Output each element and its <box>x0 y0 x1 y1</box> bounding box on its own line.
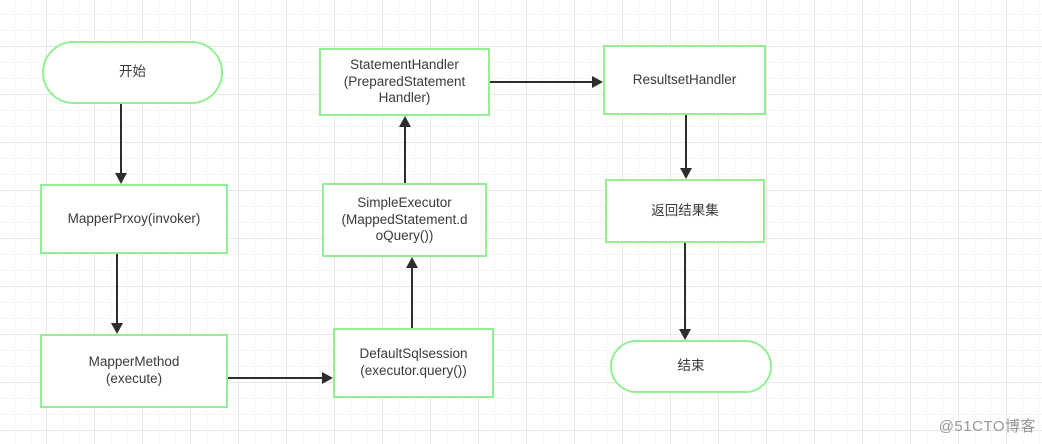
arrow-shaft <box>404 125 406 183</box>
arrow-shaft <box>116 254 118 325</box>
arrowhead-down-icon <box>115 173 127 184</box>
arrow-shaft <box>411 266 413 328</box>
arrow-shaft <box>684 243 686 331</box>
node-simple-executor: SimpleExecutor (MappedStatement.d oQuery… <box>322 183 487 257</box>
node-default-sqlsession: DefaultSqlsession (executor.query()) <box>333 328 494 398</box>
arrow-shaft <box>120 104 122 175</box>
arrowhead-right-icon <box>322 372 333 384</box>
node-statement-handler: StatementHandler (PreparedStatement Hand… <box>319 48 490 116</box>
arrowhead-up-icon <box>399 116 411 127</box>
node-start: 开始 <box>42 41 223 104</box>
node-return-result-set: 返回结果集 <box>605 179 765 243</box>
arrowhead-down-icon <box>111 323 123 334</box>
arrow-shaft <box>228 377 324 379</box>
arrow-shaft <box>685 115 687 170</box>
arrow-shaft <box>490 81 594 83</box>
arrowhead-down-icon <box>680 168 692 179</box>
node-resultset-handler: ResultsetHandler <box>603 45 766 115</box>
arrowhead-up-icon <box>406 257 418 268</box>
node-end: 结束 <box>610 340 772 393</box>
arrowhead-down-icon <box>679 329 691 340</box>
node-mapper-proxy: MapperPrxoy(invoker) <box>40 184 228 254</box>
arrowhead-right-icon <box>592 76 603 88</box>
watermark-51cto: @51CTO博客 <box>938 418 1036 435</box>
node-mapper-method: MapperMethod (execute) <box>40 334 228 408</box>
